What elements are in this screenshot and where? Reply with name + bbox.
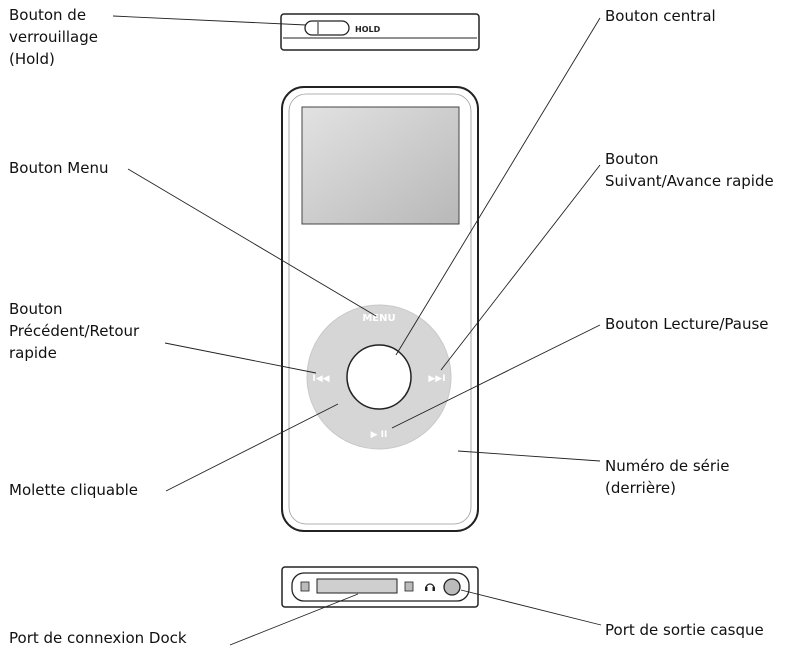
label-previous-button: Bouton Précédent/Retour rapide <box>9 300 140 362</box>
leader-lines <box>112 15 602 646</box>
label-center-button: Bouton central <box>605 7 716 25</box>
next-button[interactable]: ▶▶I <box>428 374 445 384</box>
leader-playpause <box>391 324 601 429</box>
leader-next <box>440 164 601 371</box>
leader-prev <box>164 342 317 374</box>
label-next-button: Bouton Suivant/Avance rapide <box>605 150 774 190</box>
leader-headphone <box>460 589 602 626</box>
label-menu-button: Bouton Menu <box>9 159 109 177</box>
label-play-pause-button: Bouton Lecture/Pause <box>605 315 769 333</box>
headphone-jack[interactable] <box>443 578 461 596</box>
leader-hold <box>112 15 307 26</box>
label-dock-port: Port de connexion Dock <box>9 629 187 647</box>
label-click-wheel: Molette cliquable <box>9 481 138 499</box>
ipod-screen <box>301 106 460 225</box>
label-serial-number: Numéro de série (derrière) <box>605 457 730 497</box>
hold-switch[interactable] <box>304 20 350 36</box>
dock-connector-port[interactable] <box>316 578 398 594</box>
label-hold-button: Bouton de verrouillage (Hold) <box>9 6 98 68</box>
leader-clickwheel <box>165 403 339 492</box>
leader-serial <box>457 450 601 462</box>
leader-center <box>395 17 601 356</box>
leader-menu <box>127 168 377 317</box>
click-wheel[interactable]: MENU I◀◀ ▶▶I ▶ II <box>306 304 452 450</box>
previous-button[interactable]: I◀◀ <box>312 374 329 384</box>
menu-button[interactable]: MENU <box>362 313 395 324</box>
center-button[interactable] <box>346 344 412 410</box>
ipod-top-edge: HOLD <box>280 13 480 51</box>
label-headphone-port: Port de sortie casque <box>605 621 764 639</box>
ipod-bottom-edge <box>281 566 479 608</box>
headphone-icon <box>425 583 435 591</box>
hold-text: HOLD <box>355 25 381 34</box>
play-pause-button[interactable]: ▶ II <box>371 430 388 440</box>
leader-dock <box>229 593 359 646</box>
